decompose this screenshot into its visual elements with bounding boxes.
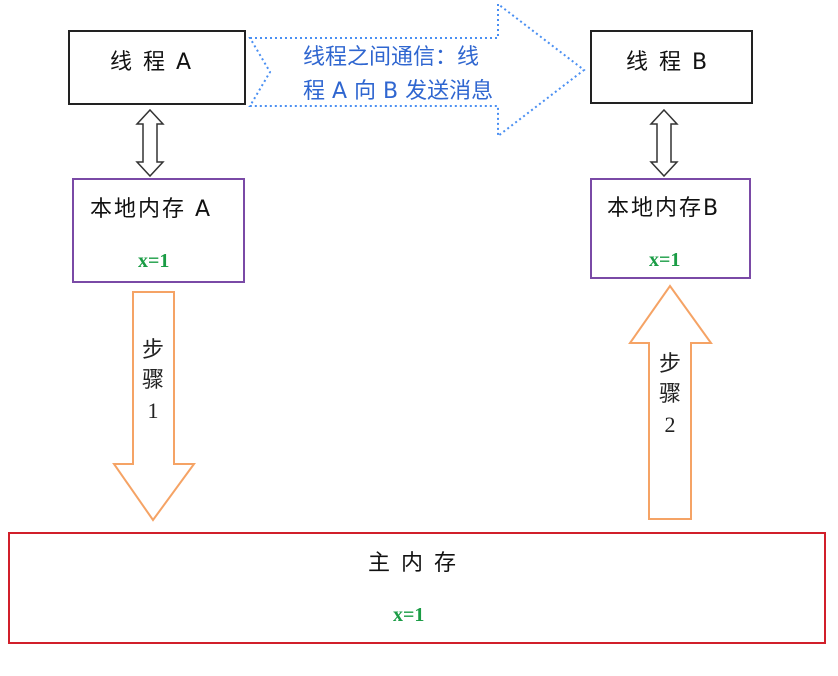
message-line-2: 程 A 向 B 发送消息 <box>303 79 494 104</box>
local-memory-a-label: 本地内存 A <box>90 197 213 222</box>
local-memory-b-value: x=1 <box>649 249 681 271</box>
local-memory-b-label: 本地内存B <box>607 196 721 221</box>
main-memory-label: 主 内 存 <box>368 551 458 576</box>
local-memory-a-box <box>72 178 245 283</box>
thread-b-box <box>590 30 753 104</box>
step1-char2: 骤 <box>141 368 164 393</box>
step1-label: 步 骤 1 <box>138 336 168 426</box>
step1-arrow <box>112 291 196 522</box>
step2-char1: 步 <box>658 352 681 377</box>
main-memory-value: x=1 <box>393 604 425 626</box>
step2-num: 2 <box>664 412 676 437</box>
local-memory-b-box <box>590 178 751 279</box>
local-memory-a-value: x=1 <box>138 250 170 272</box>
step1-char1: 步 <box>141 338 164 363</box>
thread-b-label: 线 程 B <box>626 50 710 75</box>
message-arrow <box>248 1 586 139</box>
step2-char2: 骤 <box>658 382 681 407</box>
step1-num: 1 <box>147 398 159 423</box>
thread-a-box <box>68 30 246 105</box>
double-arrow-a <box>135 108 165 178</box>
message-line-1: 线程之间通信：线 <box>303 45 480 70</box>
double-arrow-b <box>649 108 679 178</box>
main-memory-box <box>8 532 826 644</box>
step2-label: 步 骤 2 <box>655 350 685 440</box>
thread-a-label: 线 程 A <box>110 50 194 75</box>
step2-arrow <box>628 284 713 520</box>
